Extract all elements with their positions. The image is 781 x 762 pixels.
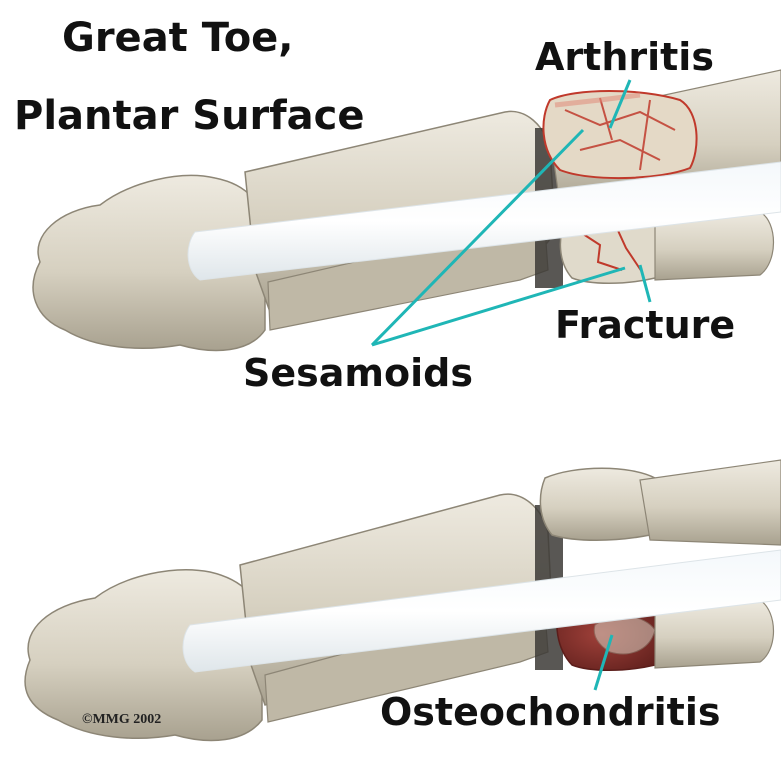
fracture-label: Fracture (555, 306, 735, 344)
title-line-2: Plantar Surface (14, 96, 365, 136)
osteochondritis-label: Osteochondritis (380, 693, 720, 731)
distal-phalanx-bottom (640, 460, 781, 545)
copyright-notice: ©MMG 2002 (82, 712, 161, 728)
sesamoids-label: Sesamoids (243, 354, 473, 392)
arthritis-label: Arthritis (535, 38, 714, 76)
title-line-1: Great Toe, (62, 18, 294, 58)
